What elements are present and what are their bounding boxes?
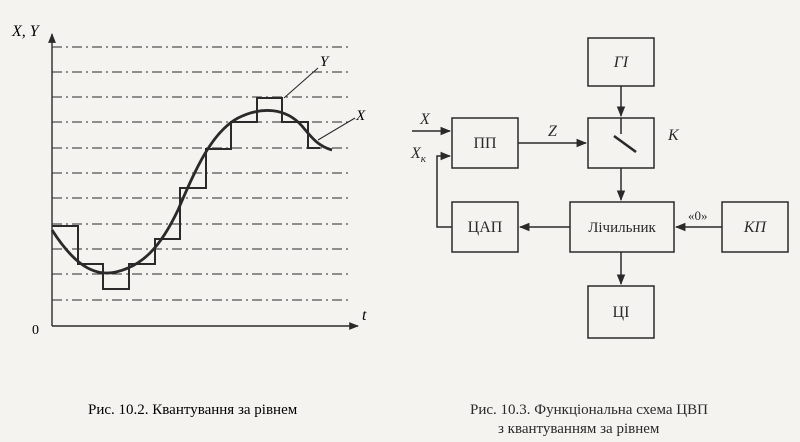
caption-fig-10-3-line1: Рис. 10.3. Функціональна схема ЦВП <box>470 402 708 418</box>
leader-line-x <box>317 117 356 141</box>
block-ci <box>587 285 655 339</box>
quantization-plot: X, Y t 0 Y X Рис. 10.2. Квантування за р… <box>11 23 367 418</box>
label-switch-k: К <box>667 127 680 144</box>
switch-blade <box>613 134 637 154</box>
label-zero: «0» <box>688 208 708 223</box>
origin-label: 0 <box>32 323 39 338</box>
label-input-xk: Xк <box>410 145 427 165</box>
y-axis-label: X, Y <box>11 23 41 40</box>
label-signal-z: Z <box>548 123 558 140</box>
caption-fig-10-2: Рис. 10.2. Квантування за рівнем <box>88 402 298 418</box>
curve-x-label: X <box>355 108 366 124</box>
curve-y-label: Y <box>320 54 330 70</box>
x-axis-label: t <box>362 307 367 324</box>
block-diagram <box>412 37 789 339</box>
label-pp: ПП <box>473 135 497 152</box>
caption-fig-10-3-line2: з квантуванням за рівнем <box>498 421 660 437</box>
arrow-dac-feedback-to-pp <box>436 151 452 228</box>
label-ci: ЦІ <box>613 304 630 321</box>
label-kp: КП <box>743 219 768 236</box>
quantization-levels <box>52 46 350 301</box>
leader-line-y <box>283 67 319 99</box>
block-labels: ГІ ПП ЦАП Лічильник КП ЦІ <box>468 54 768 321</box>
signal-labels: X Xк Z К «0» <box>410 111 708 223</box>
label-dac: ЦАП <box>468 219 503 236</box>
analog-signal-x <box>50 109 333 275</box>
label-counter: Лічильник <box>588 220 656 236</box>
label-input-x: X <box>419 111 431 128</box>
quantized-signal-y <box>52 97 320 290</box>
label-gi: ГІ <box>613 54 629 71</box>
